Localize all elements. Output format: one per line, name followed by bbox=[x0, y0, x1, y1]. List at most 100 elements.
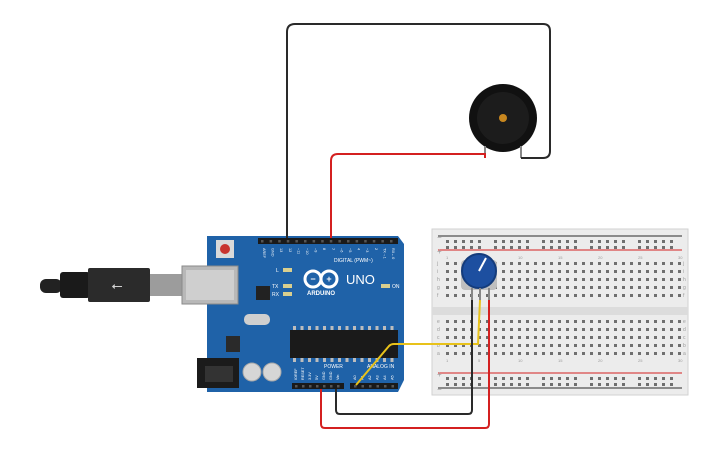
power-pin-hole[interactable] bbox=[323, 385, 326, 388]
terminal-hole bbox=[462, 344, 465, 347]
terminal-hole bbox=[510, 262, 513, 265]
terminal-hole bbox=[446, 352, 449, 355]
digital-pin-hole[interactable] bbox=[261, 240, 264, 243]
power-pin-hole[interactable] bbox=[337, 385, 340, 388]
digital-pin-hole[interactable] bbox=[364, 240, 367, 243]
terminal-hole bbox=[614, 270, 617, 273]
voltage-regulator bbox=[226, 336, 240, 352]
power-pin-hole[interactable] bbox=[295, 385, 298, 388]
rail-hole bbox=[526, 383, 529, 386]
digital-pin-hole[interactable] bbox=[321, 240, 324, 243]
terminal-hole bbox=[542, 352, 545, 355]
terminal-hole bbox=[670, 328, 673, 331]
terminal-hole bbox=[574, 294, 577, 297]
digital-pin-hole[interactable] bbox=[381, 240, 384, 243]
digital-pin-hole[interactable] bbox=[355, 240, 359, 243]
terminal-hole bbox=[446, 320, 449, 323]
power-pin-hole[interactable] bbox=[316, 385, 319, 388]
logo-minus: − bbox=[310, 274, 315, 284]
terminal-hole bbox=[614, 336, 617, 339]
terminal-hole bbox=[542, 270, 545, 273]
row-label-right: d bbox=[683, 327, 686, 333]
power-pin-hole[interactable] bbox=[309, 385, 312, 388]
terminal-hole bbox=[526, 286, 529, 289]
reset-button-cap[interactable] bbox=[220, 244, 230, 254]
digital-pin-hole[interactable] bbox=[390, 240, 393, 243]
terminal-hole bbox=[582, 278, 585, 281]
chip-pin bbox=[368, 326, 371, 330]
analog-pin-hole[interactable] bbox=[391, 385, 395, 388]
chip-pin bbox=[338, 326, 341, 330]
digital-pin-hole[interactable] bbox=[312, 240, 316, 243]
logo-plus: + bbox=[326, 274, 331, 284]
rail-hole bbox=[606, 383, 609, 386]
terminal-hole bbox=[582, 286, 585, 289]
digital-pin-hole[interactable] bbox=[304, 240, 307, 243]
terminal-hole bbox=[566, 270, 569, 273]
rail-hole bbox=[614, 240, 617, 243]
digital-pin-hole[interactable] bbox=[347, 240, 350, 243]
analog-pin-hole[interactable] bbox=[369, 385, 372, 388]
terminal-hole bbox=[646, 278, 649, 281]
terminal-hole bbox=[678, 320, 681, 323]
digital-pin-hole[interactable] bbox=[338, 240, 341, 243]
terminal-hole bbox=[630, 262, 633, 265]
terminal-hole bbox=[654, 336, 657, 339]
terminal-hole bbox=[510, 278, 513, 281]
terminal-hole bbox=[630, 278, 633, 281]
analog-pin-hole[interactable] bbox=[376, 385, 380, 388]
wire-red-5v-pot bbox=[320, 300, 490, 429]
analog-pin-hole[interactable] bbox=[384, 385, 387, 388]
terminal-hole bbox=[454, 294, 457, 297]
chip-pin bbox=[345, 358, 349, 362]
analog-pin-hole[interactable] bbox=[354, 385, 357, 388]
terminal-hole bbox=[590, 352, 593, 355]
terminal-hole bbox=[446, 294, 449, 297]
digital-pin-hole[interactable] bbox=[329, 240, 333, 243]
led-label-l: L bbox=[276, 268, 279, 274]
terminal-hole bbox=[558, 328, 561, 331]
rail-hole bbox=[662, 377, 665, 380]
digital-pin-hole[interactable] bbox=[278, 240, 281, 243]
digital-pin-hole[interactable] bbox=[286, 240, 290, 243]
terminal-hole bbox=[446, 270, 449, 273]
terminal-hole bbox=[598, 270, 601, 273]
row-label-left: b bbox=[437, 343, 440, 349]
terminal-hole bbox=[478, 344, 481, 347]
terminal-hole bbox=[566, 328, 569, 331]
terminal-hole bbox=[486, 294, 489, 297]
analog-pin-hole[interactable] bbox=[361, 385, 365, 388]
terminal-hole bbox=[598, 344, 601, 347]
rail-hole bbox=[598, 377, 601, 380]
terminal-hole bbox=[526, 344, 529, 347]
power-pin-hole[interactable] bbox=[302, 385, 305, 388]
terminal-hole bbox=[622, 294, 625, 297]
row-label-left: f bbox=[437, 293, 439, 299]
terminal-hole bbox=[454, 270, 457, 273]
rail-hole bbox=[550, 377, 553, 380]
terminal-hole bbox=[622, 352, 625, 355]
digital-pin-hole[interactable] bbox=[295, 240, 298, 243]
terminal-hole bbox=[542, 278, 545, 281]
terminal-hole bbox=[598, 286, 601, 289]
rail-hole bbox=[622, 383, 625, 386]
terminal-hole bbox=[478, 352, 481, 355]
led-rx bbox=[283, 292, 292, 296]
header-holes bbox=[261, 240, 394, 388]
rail-hole bbox=[510, 240, 513, 243]
column-label: 1 bbox=[446, 255, 449, 260]
digital-pin-hole[interactable] bbox=[269, 240, 273, 243]
terminal-hole bbox=[598, 262, 601, 265]
terminal-hole bbox=[654, 286, 657, 289]
power-pin-hole[interactable] bbox=[330, 385, 333, 388]
terminal-hole bbox=[598, 336, 601, 339]
row-label-right: g bbox=[683, 285, 686, 291]
rail-hole bbox=[598, 383, 601, 386]
digital-pin-hole[interactable] bbox=[372, 240, 376, 243]
terminal-hole bbox=[662, 262, 665, 265]
rail-hole bbox=[462, 240, 465, 243]
rail-hole bbox=[502, 246, 505, 249]
column-label: 1 bbox=[446, 358, 449, 363]
rail-hole bbox=[654, 240, 657, 243]
